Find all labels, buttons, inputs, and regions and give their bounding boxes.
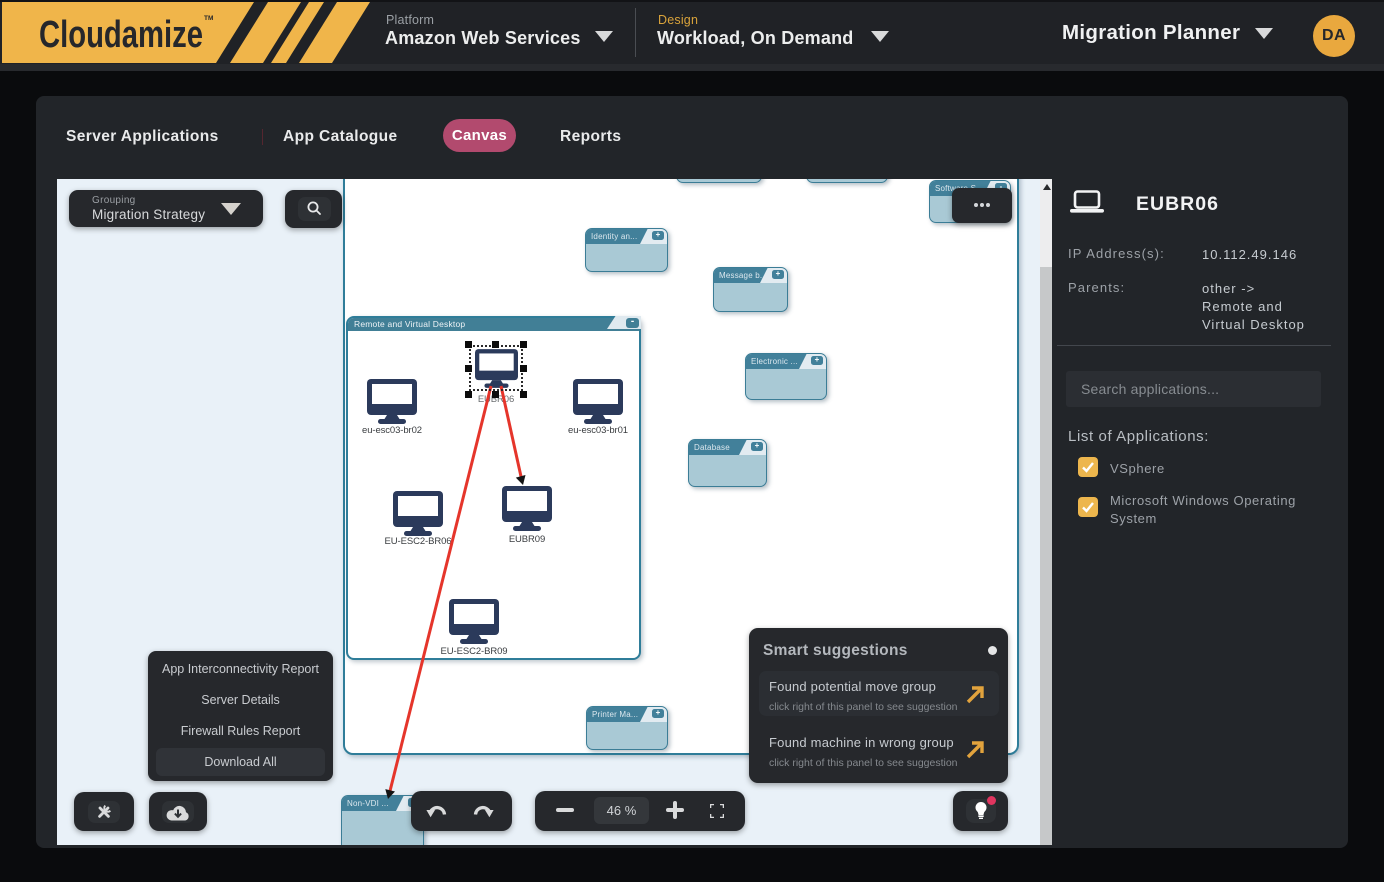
svg-text:Cloudamize: Cloudamize	[39, 14, 203, 56]
svg-text:TM: TM	[204, 15, 213, 22]
